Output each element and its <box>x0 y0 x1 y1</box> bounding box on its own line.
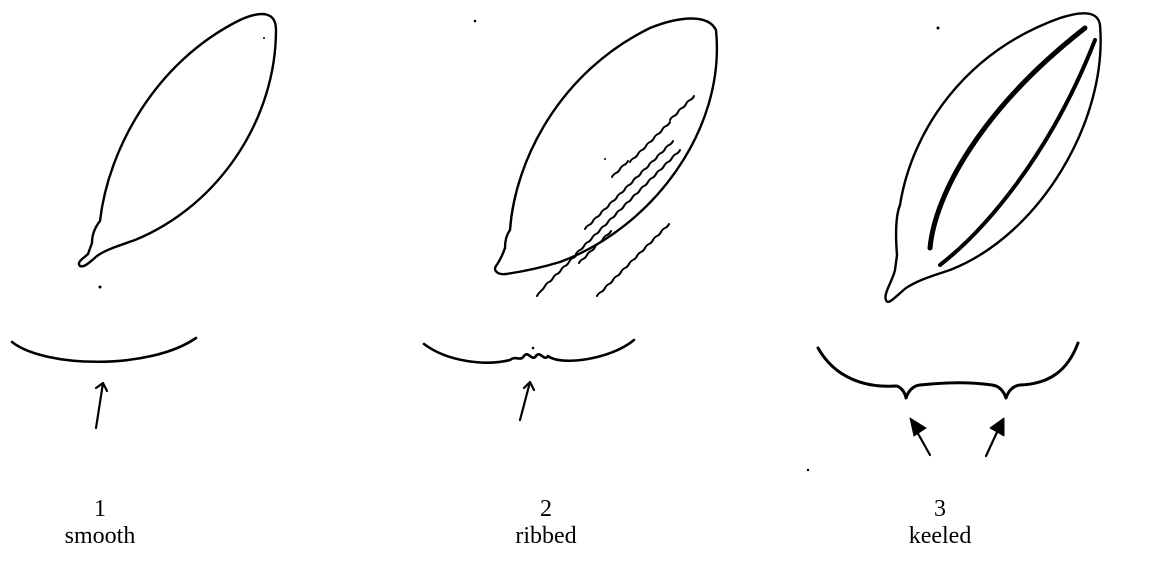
panel-number: 1 <box>0 496 200 523</box>
smooth-arrow <box>96 383 107 428</box>
caption-ribbed: 2 ribbed <box>446 496 646 550</box>
panel-label: ribbed <box>446 523 646 550</box>
smooth-cross-section <box>12 338 196 362</box>
keeled-arrows <box>910 418 1004 456</box>
panel-label: keeled <box>840 523 1040 550</box>
keeled-arrow-right <box>986 430 998 456</box>
panel-number: 3 <box>840 496 1040 523</box>
panel-keeled <box>818 13 1101 456</box>
keeled-arrow-left-head <box>910 418 926 436</box>
keel-rib-upper <box>930 28 1085 248</box>
panel-label: smooth <box>0 523 200 550</box>
panel-number: 2 <box>446 496 646 523</box>
caption-keeled: 3 keeled <box>840 496 1040 550</box>
ribbed-cross-section <box>424 340 634 363</box>
keeled-glume-outline <box>885 13 1100 302</box>
panel-smooth <box>12 14 276 428</box>
caption-smooth: 1 smooth <box>0 496 200 550</box>
smooth-glume-outline <box>79 14 276 266</box>
rib-marks <box>537 96 694 296</box>
ribbed-arrow <box>520 382 534 420</box>
scan-specks <box>99 20 940 471</box>
panel-ribbed <box>424 19 717 421</box>
keeled-cross-section <box>818 343 1078 398</box>
